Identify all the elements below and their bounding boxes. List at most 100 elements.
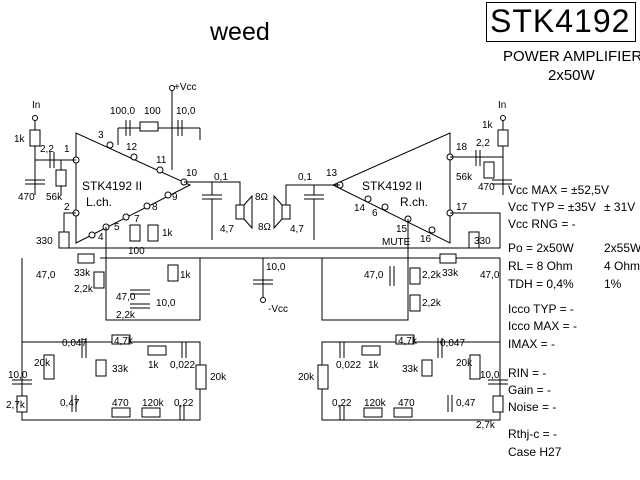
c-c10c: 10,0 — [266, 262, 286, 273]
label-chip-left: STK4192 II — [82, 179, 142, 193]
c-c10d: 10,0 — [8, 370, 28, 381]
c-r1k-r: 1k — [482, 120, 494, 131]
tone-right-link — [488, 258, 508, 385]
spec-vcc-typ: Vcc TYP = ±35V — [508, 200, 596, 214]
label-rch: R.ch. — [400, 195, 428, 209]
res-330-left — [58, 231, 70, 249]
pin-6: 6 — [372, 208, 378, 219]
c-r33k-a: 33k — [112, 364, 129, 375]
c-r20k-d: 20k — [456, 358, 473, 369]
vcc-minus-node — [260, 297, 266, 303]
res-in-left — [29, 129, 41, 147]
res-33k-tone-left — [95, 359, 107, 377]
pins-right — [336, 153, 454, 234]
c-r470-a: 470 — [112, 398, 129, 409]
c-r1k-b: 1k — [368, 360, 380, 371]
spec-tdh-alt: 1% — [604, 277, 622, 291]
c-r1kb: 1k — [162, 228, 174, 239]
pin-1: 1 — [64, 144, 70, 155]
c-r470-b: 470 — [398, 398, 415, 409]
c-r33k-l: 33k — [74, 268, 91, 279]
pin-12: 12 — [126, 142, 138, 153]
spec-rthj: Rthj-c = - — [508, 427, 558, 441]
res-27k-left — [16, 395, 28, 413]
label-lch: L.ch. — [86, 195, 112, 209]
label-vcc-plus: +Vcc — [174, 82, 197, 93]
watermark-text: weed — [210, 18, 270, 46]
pin-14: 14 — [354, 203, 366, 214]
res-22k-right-b — [409, 294, 421, 312]
label-mute: MUTE — [382, 237, 411, 248]
label-chip-right: STK4192 II — [362, 179, 422, 193]
c-r22kd: 2,2k — [422, 298, 442, 309]
c-r47k-a: 4,7k — [114, 336, 134, 347]
caps-tone-right — [339, 338, 453, 420]
c-c047b-b: 0,47 — [456, 398, 476, 409]
pin-16: 16 — [420, 234, 432, 245]
c-c470-l: 470 — [18, 192, 35, 203]
spec-vcc-rng: Vcc RNG = - — [508, 217, 576, 231]
pin-3: 3 — [98, 130, 104, 141]
c-c10b: 10,0 — [156, 298, 176, 309]
c-c470b-r: 47,0 — [480, 270, 500, 281]
c-r33k-r: 33k — [442, 268, 459, 279]
res-330-right — [468, 231, 480, 249]
spec-tdh: TDH = 0,4% — [508, 277, 574, 291]
pot-20k-left-a — [43, 354, 55, 380]
c-r20k-a: 20k — [34, 358, 51, 369]
c-r47k-b: 4,7k — [398, 336, 418, 347]
res-33k-left — [77, 253, 95, 264]
res-in-right — [497, 129, 509, 147]
res-1k-mid — [147, 224, 159, 242]
spec-case: Case H27 — [508, 445, 562, 459]
caps-bias-left — [130, 289, 150, 309]
c-r330-l: 330 — [36, 236, 53, 247]
c-r1k-a: 1k — [148, 360, 160, 371]
res-56k-left — [55, 169, 67, 187]
label-spk-left: 8Ω — [255, 192, 269, 203]
label-spk-right: 8Ω — [258, 222, 272, 233]
res-470-right — [393, 407, 413, 418]
input-right-wires — [450, 118, 504, 195]
bias-loop-left — [105, 227, 201, 321]
res-22k-right-a — [409, 267, 421, 285]
title-frame — [486, 2, 636, 42]
res-100-mid — [129, 224, 141, 242]
c-r27k-b: 2,7k — [476, 420, 496, 431]
c-c470b-l: 47,0 — [36, 270, 56, 281]
caps-tone-left — [71, 338, 187, 420]
res-33k-right — [439, 253, 457, 264]
c-c10e: 10,0 — [480, 370, 500, 381]
c-r33k-b: 33k — [402, 364, 419, 375]
spec-icco-typ: Icco TYP = - — [508, 302, 574, 316]
vcc-node — [169, 85, 175, 91]
pot-20k-right-a — [317, 364, 329, 390]
c-c470d: 47,0 — [364, 270, 384, 281]
res-1k-tone-left — [147, 345, 167, 356]
res-47k-right — [395, 334, 415, 345]
c-r20k-b: 20k — [210, 372, 227, 383]
c-c47-l: 4,7 — [220, 224, 234, 235]
cap-470-right — [492, 179, 512, 185]
c-r100: 100 — [144, 106, 161, 117]
spec-noise: Noise = - — [508, 400, 557, 414]
c-c100a: 100,0 — [110, 106, 135, 117]
c-c022-a: 0,22 — [174, 398, 194, 409]
spk-left-cone — [243, 194, 253, 230]
res-27k-right — [492, 395, 504, 413]
spec-vcc-max: Vcc MAX = ±52,5V — [508, 183, 609, 197]
pin-13: 13 — [326, 168, 338, 179]
pot-20k-right-b — [469, 354, 481, 380]
spec-po: Po = 2x50W — [508, 241, 574, 255]
spk-left — [235, 204, 245, 220]
res-47k-left — [111, 334, 131, 345]
spk-right — [281, 204, 291, 220]
c-c047-b: 0,047 — [440, 338, 465, 349]
c-c0022-b: 0,022 — [336, 360, 361, 371]
res-1k-tone-right — [361, 345, 381, 356]
c-c0022-a: 0,022 — [170, 360, 195, 371]
pin-17: 17 — [456, 202, 468, 213]
chip-name: STK4192 II — [490, 3, 640, 39]
c-r56k-l: 56k — [46, 192, 63, 203]
